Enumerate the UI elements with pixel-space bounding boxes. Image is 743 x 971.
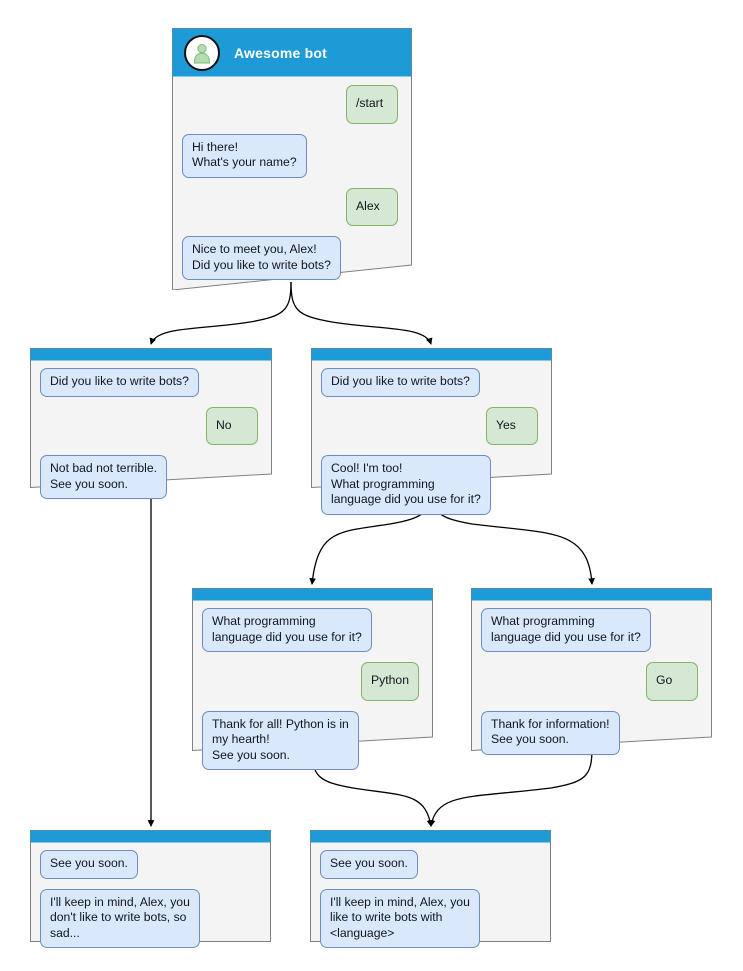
message-list: What programming language did you use fo… <box>471 600 712 755</box>
message-list: See you soon. I'll keep in mind, Alex, y… <box>310 842 551 948</box>
bot-title: Awesome bot <box>234 44 327 61</box>
bot-message-bubble[interactable]: See you soon. <box>40 850 138 879</box>
message-row: Cool! I'm too! What programming language… <box>321 455 542 515</box>
user-message-bubble[interactable]: Alex <box>346 187 398 226</box>
message-row: Go <box>481 662 702 701</box>
message-row: See you soon. <box>40 850 261 879</box>
node-end-happy[interactable]: See you soon. I'll keep in mind, Alex, y… <box>310 830 551 948</box>
message-row: What programming language did you use fo… <box>202 608 423 652</box>
message-list: See you soon. I'll keep in mind, Alex, y… <box>30 842 271 948</box>
user-message-bubble[interactable]: Go <box>646 662 698 701</box>
message-row: Did you like to write bots? <box>321 368 542 397</box>
message-list: Did you like to write bots? Yes Cool! I'… <box>311 360 552 515</box>
edge-go-to-end-happy <box>428 747 593 827</box>
user-message-bubble[interactable]: /start <box>346 85 398 124</box>
message-row: What programming language did you use fo… <box>481 608 702 652</box>
bot-message-bubble[interactable]: Thank for all! Python is in my hearth! S… <box>202 710 359 770</box>
message-row: /start <box>182 85 402 124</box>
node-end-sad[interactable]: See you soon. I'll keep in mind, Alex, y… <box>30 830 271 948</box>
message-row: Yes <box>321 406 542 445</box>
message-list: Did you like to write bots? No Not bad n… <box>30 360 272 499</box>
node-no-branch[interactable]: Did you like to write bots? No Not bad n… <box>30 348 272 499</box>
node-header <box>311 348 552 360</box>
message-row: Not bad not terrible. See you soon. <box>40 455 262 499</box>
message-row: I'll keep in mind, Alex, you like to wri… <box>320 888 541 948</box>
node-yes-branch[interactable]: Did you like to write bots? Yes Cool! I'… <box>311 348 552 515</box>
bot-message-bubble[interactable]: Not bad not terrible. See you soon. <box>40 455 168 499</box>
message-row: No <box>40 406 262 445</box>
message-row: See you soon. <box>320 850 541 879</box>
bot-message-bubble[interactable]: What programming language did you use fo… <box>202 608 372 652</box>
bot-message-bubble[interactable]: Did you like to write bots? <box>40 368 199 397</box>
bot-message-bubble[interactable]: What programming language did you use fo… <box>481 608 651 652</box>
bot-message-bubble[interactable]: Thank for information! See you soon. <box>481 710 620 755</box>
bot-message-bubble[interactable]: See you soon. <box>320 850 418 879</box>
bot-message-bubble[interactable]: Nice to meet you, Alex! Did you like to … <box>182 236 341 280</box>
message-row: Thank for all! Python is in my hearth! S… <box>202 710 423 770</box>
message-row: Hi there! What's your name? <box>182 133 402 178</box>
message-row: Did you like to write bots? <box>40 368 262 397</box>
node-header <box>30 348 272 360</box>
node-header: Awesome bot <box>172 28 412 77</box>
node-header <box>310 830 551 842</box>
edge-root-to-yes <box>290 281 433 345</box>
message-row: Alex <box>182 187 402 226</box>
bot-message-bubble[interactable]: Cool! I'm too! What programming language… <box>321 455 491 515</box>
node-go-branch[interactable]: What programming language did you use fo… <box>471 588 712 755</box>
bot-message-bubble[interactable]: I'll keep in mind, Alex, you don't like … <box>40 888 200 948</box>
message-row: Nice to meet you, Alex! Did you like to … <box>182 236 402 280</box>
user-message-bubble[interactable]: Yes <box>486 406 538 445</box>
node-header <box>471 588 712 600</box>
bot-message-bubble[interactable]: Hi there! What's your name? <box>182 133 307 178</box>
node-root-conversation[interactable]: Awesome bot /start Hi there! What's your… <box>172 28 412 290</box>
node-header <box>192 588 433 600</box>
edge-root-to-no <box>149 281 292 345</box>
message-list: /start Hi there! What's your name? Alex … <box>172 77 412 280</box>
message-row: Thank for information! See you soon. <box>481 710 702 755</box>
user-message-bubble[interactable]: Python <box>361 662 419 701</box>
node-header <box>30 830 271 842</box>
bot-message-bubble[interactable]: I'll keep in mind, Alex, you like to wri… <box>320 888 480 948</box>
message-row: I'll keep in mind, Alex, you don't like … <box>40 888 261 948</box>
person-avatar-icon <box>184 34 220 71</box>
message-list: What programming language did you use fo… <box>192 600 433 770</box>
node-python-branch[interactable]: What programming language did you use fo… <box>192 588 433 770</box>
bot-message-bubble[interactable]: Did you like to write bots? <box>321 368 480 397</box>
message-row: Python <box>202 662 423 701</box>
user-message-bubble[interactable]: No <box>206 406 258 445</box>
